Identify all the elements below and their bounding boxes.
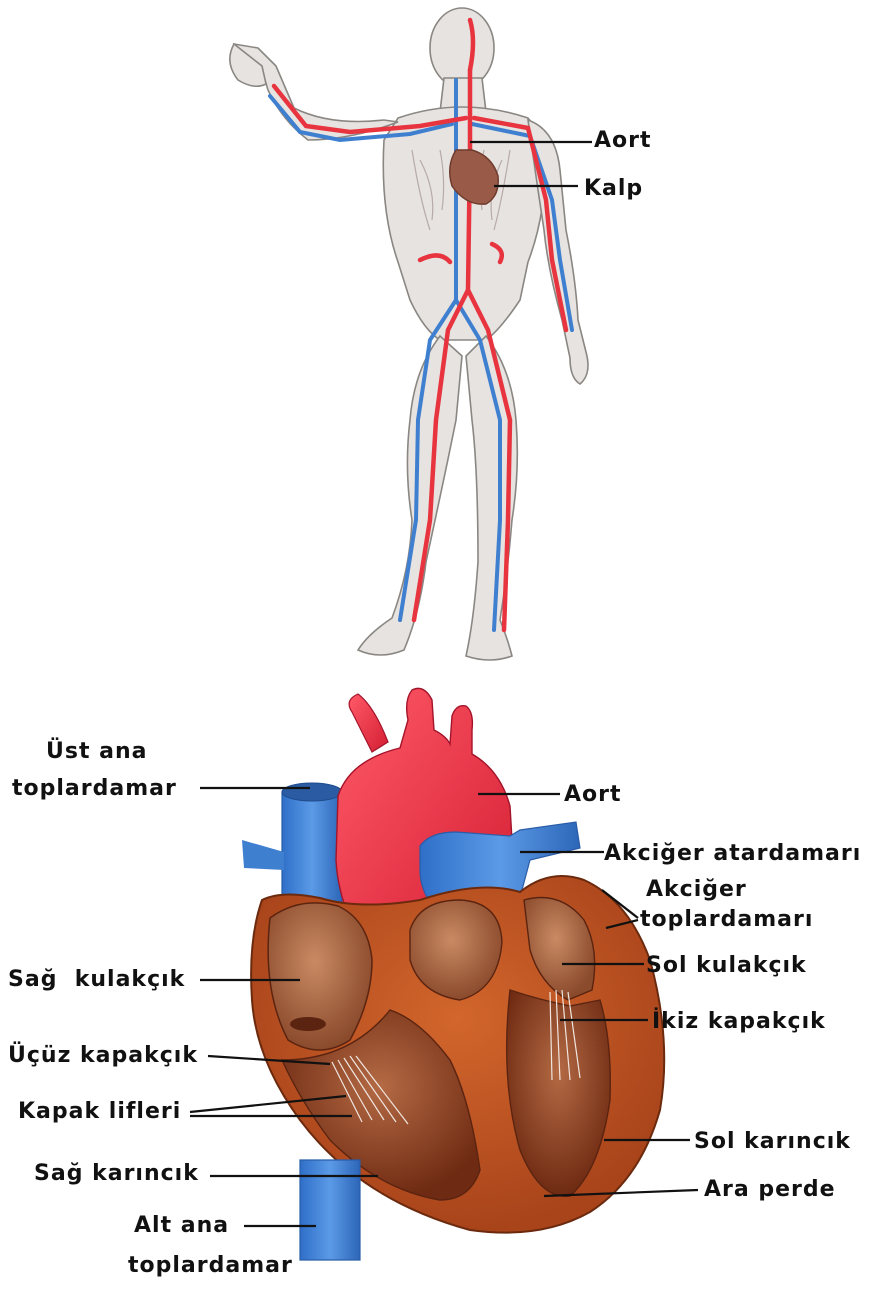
heart-figure: Üst ana toplardamar Aort Akciğer atardam… [8,688,861,1278]
ara-perde-label: Ara perde [704,1177,836,1202]
sag-karincik-label: Sağ karıncık [34,1161,199,1186]
ikiz-kapakcik-label: İkiz kapakçık [652,1008,826,1034]
akciger-atardamari-label: Akciğer atardamarı [604,841,861,866]
right-atrium-opening [290,1017,326,1031]
superior-vena-cava-opening [282,783,342,801]
sag-kulakcik-label: Sağ kulakçık [8,967,186,992]
alt-ana-label-1: Alt ana [134,1213,229,1238]
kalp-label: Kalp [584,176,643,201]
aort-heart-label: Aort [564,782,622,807]
kapak-lifleri-label: Kapak lifleri [18,1099,181,1124]
sol-kulakcik-label: Sol kulakçık [646,953,807,978]
ust-ana-label-2: toplardamar [12,776,177,801]
vena-cava-branch [242,840,284,870]
ust-ana-label-1: Üst ana [46,738,148,764]
alt-ana-label-2: toplardamar [128,1253,293,1278]
aort-body-label: Aort [594,128,652,153]
ucuz-kapakcik-label: Üçüz kapakçık [8,1042,198,1068]
aorta-left-branch [349,694,388,752]
akciger-toplardamari-label-2: toplardamarı [640,907,813,932]
akciger-toplardamari-label-1: Akciğer [646,877,747,902]
body-figure: Aort Kalp [230,8,652,660]
sol-karincik-label: Sol karıncık [694,1129,851,1154]
